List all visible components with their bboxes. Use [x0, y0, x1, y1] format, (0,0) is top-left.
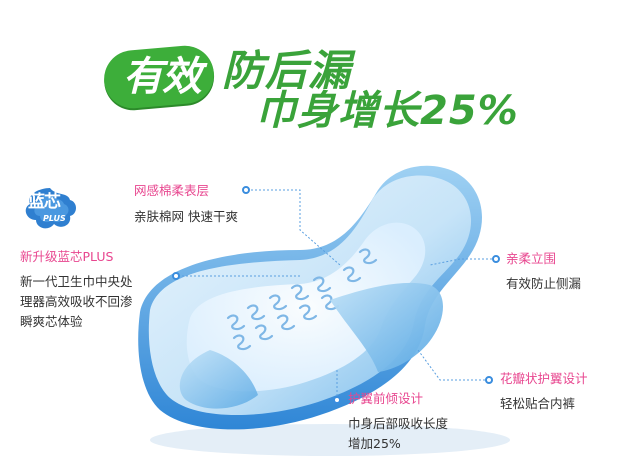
callout-desc-core-line-1: 新一代卫生巾中央处 — [20, 274, 133, 289]
callout-title-side: 亲柔立围 — [506, 251, 557, 266]
brand-logo-subtext: PLUS — [43, 214, 66, 223]
pad-shadow — [150, 424, 510, 456]
callout-dot — [172, 272, 180, 280]
callout-desc-side: 有效防止侧漏 — [506, 276, 582, 291]
callout-title-surface: 网感棉柔表层 — [134, 183, 210, 198]
brand-logo-flower-icon — [25, 188, 77, 229]
callout-desc-front-wing-line-2: 增加25% — [348, 436, 401, 451]
callout-dot — [242, 186, 250, 194]
headline-line-1: 防后漏 — [222, 46, 352, 95]
headline-line-2: 巾身增长25% — [256, 88, 519, 134]
callout-desc-front-wing-line-1: 巾身后部吸收长度 — [348, 416, 449, 431]
brand-logo-text: 蓝芯 — [28, 192, 61, 212]
core-wave-pattern — [226, 248, 378, 351]
pad-front-wing — [330, 282, 443, 372]
callout-dot — [333, 396, 341, 404]
callout-dot — [485, 376, 493, 384]
callout-desc-wing: 轻松贴合内裤 — [500, 396, 576, 411]
callout-dot — [492, 255, 500, 263]
callout-title-wing: 花瓣状护翼设计 — [500, 371, 588, 386]
headline-badge-text: 有效 — [123, 54, 202, 100]
callout-title-core: 新升级蓝芯PLUS — [20, 249, 114, 264]
callout-title-front-wing: 护翼前倾设计 — [348, 391, 424, 406]
pad-rear-wing — [179, 350, 258, 409]
callout-desc-core-line-3: 瞬爽芯体验 — [20, 314, 83, 329]
callout-desc-core-line-2: 理器高效吸收不回渗 — [20, 294, 133, 309]
callout-leader-lines — [178, 189, 496, 400]
callout-desc-surface: 亲肤棉网 快速干爽 — [134, 209, 238, 224]
